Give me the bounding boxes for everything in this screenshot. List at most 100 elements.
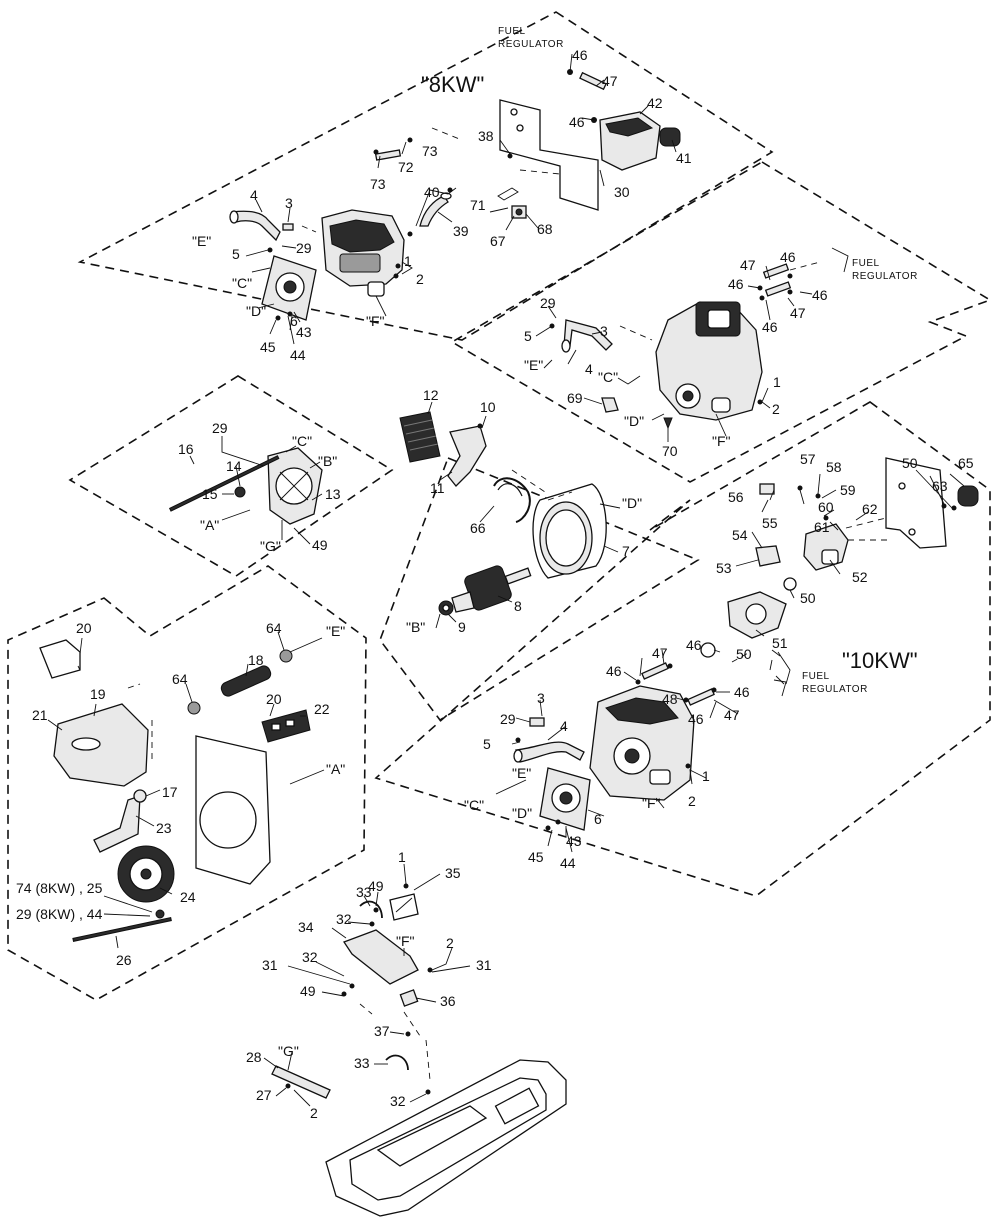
part-label-54: 54 — [732, 527, 748, 543]
connection-tag-f: "F" — [712, 433, 731, 449]
gasket-8kw — [282, 223, 294, 231]
connection-tag-b: "B" — [318, 453, 337, 469]
leader-lines-fan — [189, 436, 323, 545]
brush-ring — [493, 477, 531, 523]
part-label-68: 68 — [537, 221, 553, 237]
part-label-69: 69 — [567, 390, 583, 406]
part-label-22: 22 — [314, 701, 330, 717]
part-label-42: 42 — [647, 95, 663, 111]
solenoid-clip — [759, 483, 775, 495]
part-label-44: 44 — [290, 347, 306, 363]
part-label-34: 34 — [298, 919, 314, 935]
part-label-20: 20 — [266, 691, 282, 707]
connection-tag-f: "F" — [642, 795, 661, 811]
connection-tag-g: "G" — [260, 538, 281, 554]
part-label-62: 62 — [862, 501, 878, 517]
part-label-15: 15 — [202, 486, 218, 502]
control-box — [261, 709, 311, 743]
blower-housing-plate-8kw — [261, 255, 317, 321]
part-label-45: 45 — [528, 849, 544, 865]
leader-lines-alternator — [427, 401, 621, 629]
rotor — [451, 565, 532, 613]
part-label-1: 1 — [702, 768, 710, 784]
connection-tag-e: "E" — [524, 357, 543, 373]
part-label-5: 5 — [483, 736, 491, 752]
part-label-29: 29 — [212, 420, 228, 436]
part-label-72: 72 — [398, 159, 414, 175]
exhaust-pipe-8kw — [229, 210, 281, 242]
leader-lines-8kw — [245, 53, 677, 345]
part-number-callouts: 46 47 46 42 41 30 38 73 72 73 40 39 71 6… — [16, 47, 974, 1121]
spring-coil — [220, 665, 272, 697]
connection-tag-e: "E" — [326, 623, 345, 639]
part-label-26: 26 — [116, 952, 132, 968]
connection-tag-c: "C" — [464, 797, 484, 813]
part-label-52: 52 — [852, 569, 868, 585]
connection-tag-c: "C" — [232, 275, 252, 291]
group-fan-housing-border — [68, 375, 394, 577]
part-label-4: 4 — [585, 361, 593, 377]
part-label-1: 1 — [398, 849, 406, 865]
part-label-49: 49 — [300, 983, 316, 999]
part-label-74-25: 74 (8KW) , 25 — [16, 880, 103, 896]
connection-tag-a: "A" — [326, 761, 345, 777]
part-label-55: 55 — [762, 515, 778, 531]
part-label-32: 32 — [336, 911, 352, 927]
fan-wheel — [117, 845, 175, 903]
part-label-64: 64 — [266, 620, 282, 636]
fan-housing — [267, 447, 323, 525]
connection-tag-f: "F" — [396, 933, 415, 949]
gasket-10kw — [529, 717, 545, 727]
part-label-67: 67 — [490, 233, 506, 249]
part-label-50: 50 — [800, 590, 816, 606]
part-label-2: 2 — [310, 1105, 318, 1121]
leader-lines-10kw-lower — [495, 469, 965, 853]
part-label-30: 30 — [614, 184, 630, 200]
part-label-31: 31 — [476, 957, 492, 973]
part-label-36: 36 — [440, 993, 456, 1009]
part-label-47: 47 — [724, 707, 740, 723]
bearing — [438, 600, 454, 616]
part-label-17: 17 — [162, 784, 178, 800]
part-label-46: 46 — [572, 47, 588, 63]
part-label-59: 59 — [840, 482, 856, 498]
part-label-50: 50 — [736, 646, 752, 662]
part-label-44: 44 — [560, 855, 576, 871]
bracket-10kw-upper — [601, 397, 619, 413]
part-label-4: 4 — [250, 187, 258, 203]
part-label-49: 49 — [312, 537, 328, 553]
part-label-33: 33 — [354, 1055, 370, 1071]
part-label-66: 66 — [470, 520, 486, 536]
fasteners-10kw-lower — [515, 485, 957, 831]
connection-tag-c: "C" — [598, 369, 618, 385]
part-label-40: 40 — [424, 184, 440, 200]
support-strap — [271, 1065, 331, 1099]
part-label-12: 12 — [423, 387, 439, 403]
muffler-tailpipe — [93, 795, 141, 853]
connection-tag-d: "D" — [246, 303, 266, 319]
part-label-46: 46 — [569, 114, 585, 130]
connection-tag-f: "F" — [366, 313, 385, 329]
fasteners-base — [285, 883, 433, 1095]
part-label-23: 23 — [156, 820, 172, 836]
part-label-64: 64 — [172, 671, 188, 687]
part-label-21: 21 — [32, 707, 48, 723]
air-intake-housing — [195, 735, 271, 885]
fuel-fittings-10kw-upper — [549, 263, 793, 405]
part-label-46: 46 — [762, 319, 778, 335]
group-alternator-border — [379, 456, 700, 722]
heading-10kw: "10KW" — [842, 648, 918, 673]
part-label-29: 29 — [296, 240, 312, 256]
sensor-10kw-upper — [663, 417, 673, 430]
part-label-2: 2 — [446, 935, 454, 951]
part-label-32: 32 — [302, 949, 318, 965]
fasteners-8kw — [267, 69, 597, 321]
part-label-19: 19 — [90, 686, 106, 702]
fan-bolt — [72, 917, 172, 942]
washer — [155, 909, 165, 919]
part-label-2: 2 — [772, 401, 780, 417]
regulator-bracket-8kw — [499, 99, 599, 211]
part-label-60: 60 — [818, 499, 834, 515]
